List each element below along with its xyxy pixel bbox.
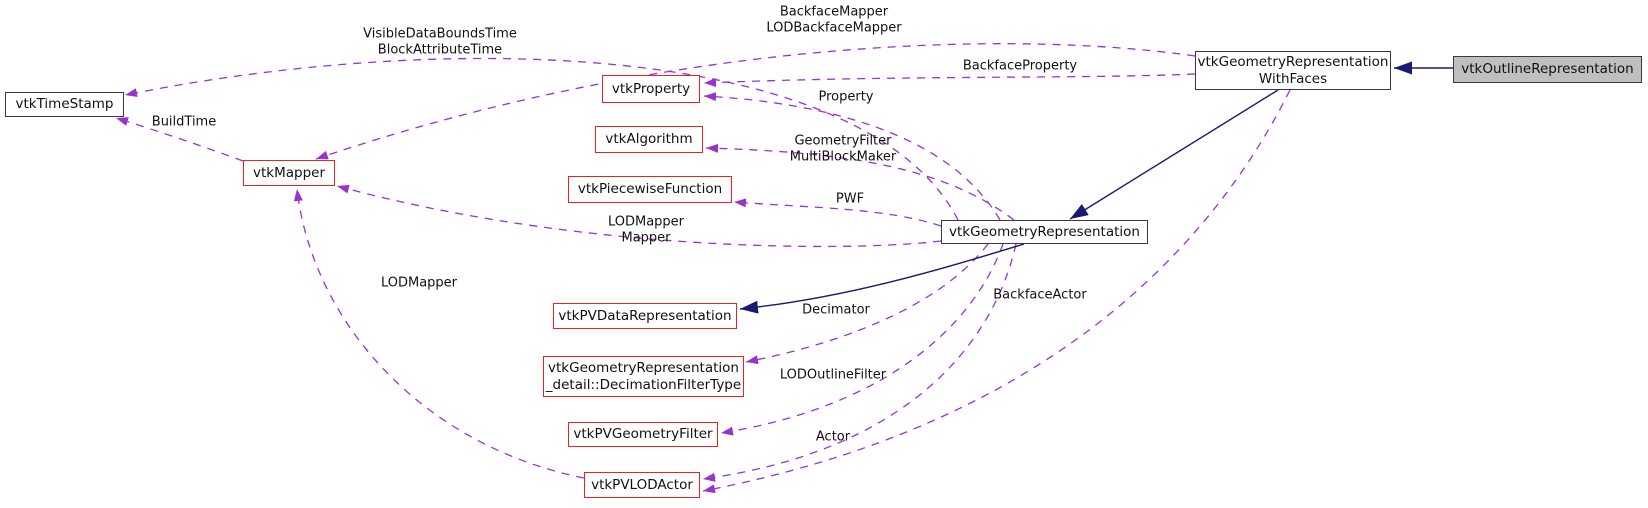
edge-label-actor: Actor [815,429,851,445]
node-vtkpvlodactor[interactable]: vtkPVLODActor [584,472,700,498]
edge-label-pwf: PWF [835,191,865,207]
edge-lodoutlinefilter [720,243,1004,436]
node-label: vtkGeometryRepresentation [949,223,1140,240]
node-decimationfiltertype[interactable]: vtkGeometryRepresentation _detail::Decim… [543,356,744,397]
edge-backfaceproperty [703,73,1196,88]
edge-geometryfilter [705,143,1015,221]
node-vtkgeometryrepresentation[interactable]: vtkGeometryRepresentation [941,220,1148,244]
node-label: _detail::DecimationFilterType [545,376,742,393]
node-label: vtkGeometryRepresentation [548,359,739,376]
edge-property [703,92,1001,221]
edge-inherit-withfaces-geomrep [1069,89,1279,220]
node-vtkproperty[interactable]: vtkProperty [602,75,700,103]
node-label: vtkPVDataRepresentation [558,307,732,324]
node-vtkgeometryrepresentationwithfaces[interactable]: vtkGeometryRepresentation WithFaces [1195,51,1391,90]
edge-label-geometryfilter: GeometryFilter MultiBlockMaker [789,133,897,165]
node-label: vtkPiecewiseFunction [577,181,723,197]
edge-actor [702,243,1017,482]
node-vtkmapper[interactable]: vtkMapper [243,160,335,186]
edge-pwf [733,198,942,227]
node-label: vtkPVGeometryFilter [573,426,713,442]
edge-buildtime [115,117,244,162]
node-vtktimestamp[interactable]: vtkTimeStamp [5,92,124,117]
edge-label-lodmapper-mapper: LODMapper Mapper [607,214,685,246]
edge-label-visibledataboundstime: VisibleDataBoundsTime BlockAttributeTime [363,26,517,58]
edge-lodmapper [293,188,585,479]
node-vtkpvgeometryfilter[interactable]: vtkPVGeometryFilter [568,422,718,447]
node-label: WithFaces [1258,70,1328,87]
edge-label-backfaceproperty: BackfaceProperty [962,58,1078,74]
edge-backfaceactor [702,89,1291,494]
edge-label-backfacemapper: BackfaceMapper LODBackfaceMapper [766,4,902,36]
edge-lodmapper-mapper [336,184,942,248]
node-vtkalgorithm[interactable]: vtkAlgorithm [595,126,703,153]
edge-label-property: Property [818,89,874,105]
node-label: vtkTimeStamp [15,96,114,112]
edge-visibledataboundstime [124,57,959,221]
node-label: vtkPVLODActor [591,476,693,493]
node-label: vtkMapper [252,164,325,181]
node-label: vtkOutlineRepresentation [1461,61,1634,77]
node-label: vtkGeometryRepresentation [1197,53,1389,70]
node-vtkpvdatarepresentation[interactable]: vtkPVDataRepresentation [553,303,737,329]
edge-label-buildtime: BuildTime [151,114,217,130]
edge-label-backfaceactor: BackfaceActor [993,287,1087,303]
node-label: vtkProperty [611,80,691,97]
node-label: vtkAlgorithm [605,131,693,147]
edge-decimator [745,243,989,365]
edge-backfacemapper [315,43,1196,160]
edge-label-lodmapper: LODMapper [380,275,458,291]
node-vtkpiecewisefunction[interactable]: vtkPiecewiseFunction [568,176,732,203]
edge-label-decimator: Decimator [802,302,870,318]
node-vtkoutlinerepresentation: vtkOutlineRepresentation [1453,56,1642,83]
edge-label-lodoutlinefilter: LODOutlineFilter [779,367,887,383]
edge-inherit-geomrep-pvdatarep [739,243,1025,314]
